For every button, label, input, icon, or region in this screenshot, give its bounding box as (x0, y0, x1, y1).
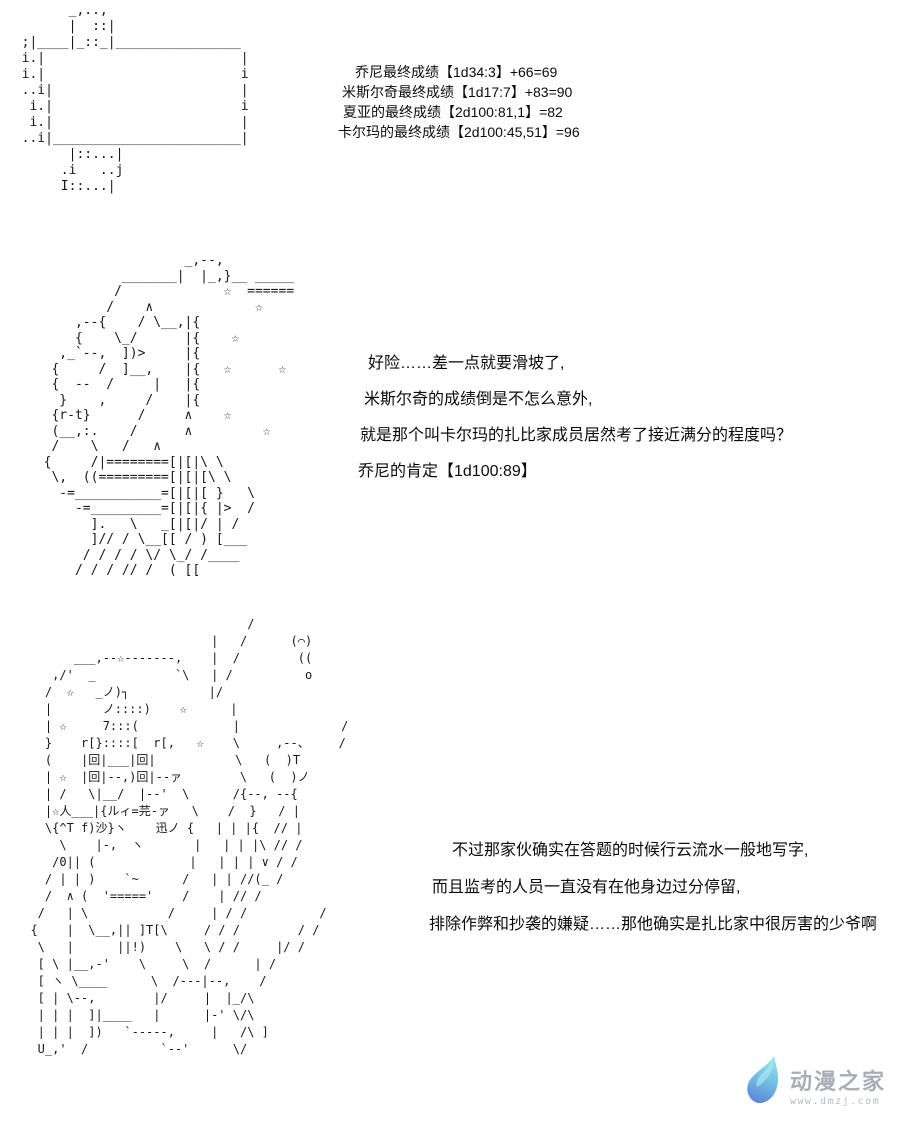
score-results: 乔尼最终成绩【1d34:3】+66=69 米斯尔奇最终成绩【1d17:7】+83… (338, 62, 580, 142)
site-url: www.dmzj.com (790, 1096, 881, 1107)
dialogue-line: 排除作弊和抄袭的嫌疑……那他确实是扎比家中很厉害的少爷啊 (429, 916, 878, 933)
dialogue-block-1: 好险……差一点就要滑坡了, 米斯尔奇的成绩倒是不怎么意外, 就是那个叫卡尔玛的扎… (358, 354, 792, 498)
score-line: 米斯尔奇最终成绩【1d17:7】+83=90 (342, 84, 573, 100)
site-watermark: 动漫之家 www.dmzj.com (744, 1054, 886, 1110)
dialogue-line: 乔尼的肯定【1d100:89】 (358, 463, 537, 480)
ascii-art-character-full: / | / (⌒) ___,--☆-------, | / (( ,/' _ `… (30, 617, 349, 1056)
score-line: 夏亚的最终成绩【2d100:81,1】=82 (343, 104, 563, 120)
droplet-logo-icon (747, 1056, 779, 1104)
ascii-art-character-portrait: _,--, _______| |_,}__ _____ / ☆ ====== /… (43, 253, 295, 578)
dialogue-line: 不过那家伙确实在答题的时候行云流水一般地写字, (452, 842, 809, 859)
dialogue-line: 而且监考的人员一直没有在他身边过分停留, (432, 879, 741, 896)
site-name: 动漫之家 (790, 1069, 887, 1094)
score-line: 乔尼最终成绩【1d34:3】+66=69 (355, 64, 558, 80)
score-line: 卡尔玛的最终成绩【2d100:45,51】=96 (338, 124, 580, 140)
dialogue-line: 好险……差一点就要滑坡了, (368, 355, 565, 372)
dialogue-block-2: 不过那家伙确实在答题的时候行云流水一般地写字, 而且监考的人员一直没有在他身边过… (429, 841, 877, 952)
ascii-art-placard: _,.., | ::| ;|____|_::_|________________… (21, 3, 249, 194)
dialogue-line: 米斯尔奇的成绩倒是不怎么意外, (364, 391, 593, 408)
dialogue-line: 就是那个叫卡尔玛的扎比家成员居然考了接近满分的程度吗？ (360, 427, 793, 444)
